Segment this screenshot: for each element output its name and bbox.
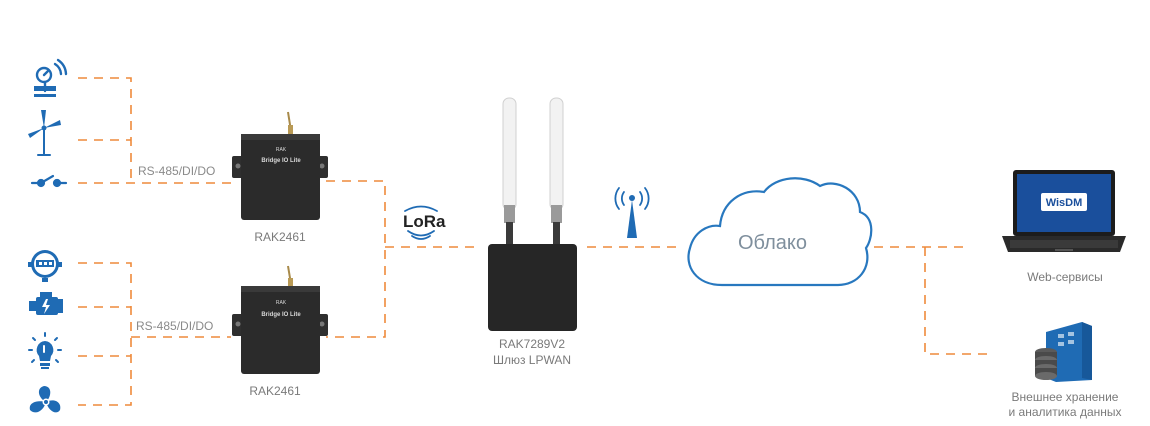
rak2461-device-bottom <box>232 265 328 374</box>
light-bulb-icon <box>28 332 62 369</box>
gateway-type: Шлюз LPWAN <box>492 353 572 367</box>
device-label-top: RAK2461 <box>254 230 306 244</box>
pressure-gauge-icon <box>34 58 68 97</box>
engine-icon <box>29 292 63 315</box>
device-bottom-brand: RAK <box>276 300 287 306</box>
laptop-web-services <box>1002 170 1126 252</box>
device-top-brand: RAK <box>276 147 287 153</box>
device-top-model: Bridge IO Lite <box>261 158 301 164</box>
gateway-model: RAK7289V2 <box>498 337 566 351</box>
cell-tower-icon <box>614 187 650 238</box>
storage-label: Внешнее хранение и аналитика данных <box>990 390 1140 420</box>
connection-lines <box>78 77 994 406</box>
storage-line2: и аналитика данных <box>1008 405 1122 419</box>
link-pressure-gauge <box>78 77 132 183</box>
lora-signal-icon <box>404 205 438 240</box>
cloud-label: Облако <box>738 232 808 254</box>
cloud-shape <box>687 177 873 287</box>
storage-line1: Внешнее хранение <box>1011 390 1119 404</box>
laptop-screen-logo: WisDM <box>1046 197 1083 209</box>
gateway-label: RAK7289V2 Шлюз LPWAN <box>462 336 602 368</box>
switch-icon <box>30 174 68 188</box>
device-bottom-model: Bridge IO Lite <box>261 312 301 318</box>
fan-icon <box>29 386 61 413</box>
link-storage <box>924 247 994 355</box>
link-water-meter <box>78 262 132 406</box>
wind-turbine-icon <box>28 110 61 156</box>
water-meter-icon <box>28 250 62 282</box>
rak7289v2-gateway <box>488 97 577 331</box>
web-services-label: Web-сервисы <box>1027 270 1103 284</box>
rak2461-device-top <box>232 111 328 220</box>
lora-logo-text: LoRa <box>403 212 446 231</box>
device-label-bottom: RAK2461 <box>249 384 301 398</box>
database-icon <box>1035 322 1092 382</box>
link-label-top: RS-485/DI/DO <box>138 164 216 178</box>
link-label-bottom: RS-485/DI/DO <box>136 319 214 333</box>
link-top-device-gateway <box>326 180 386 338</box>
